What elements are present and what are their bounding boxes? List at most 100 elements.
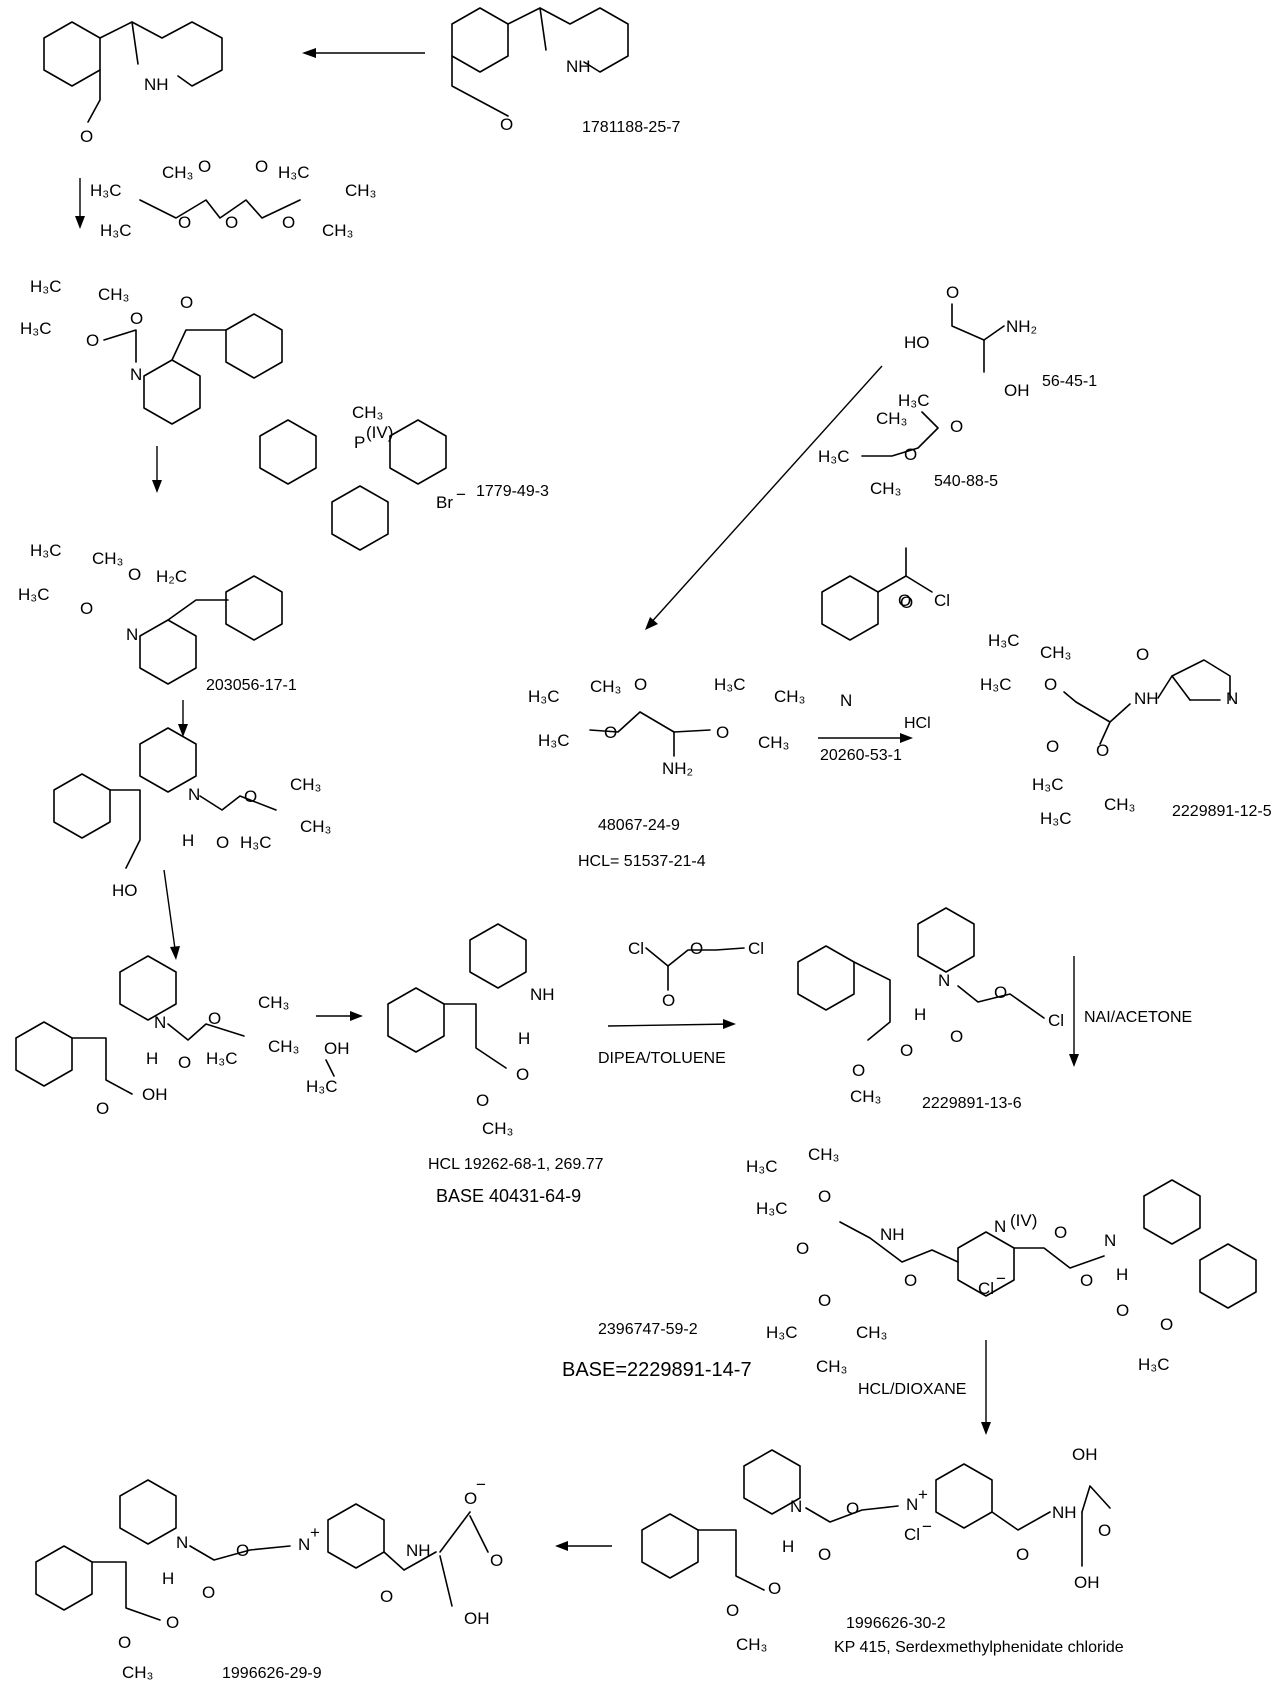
label-1996626-29-9: 1996626-29-9 [222, 1665, 322, 1682]
svg-text:O: O [898, 591, 911, 610]
structure-1996626-29-9: N H O O N + O NH O − O OH O O CH₃ [35, 1475, 503, 1682]
svg-text:O: O [166, 1613, 179, 1632]
label-2396747-59-2: 2396747-59-2 [598, 1321, 698, 1338]
svg-text:CH₃: CH₃ [300, 817, 331, 836]
svg-text:O: O [818, 1187, 831, 1206]
svg-text:H₃C: H₃C [1032, 775, 1063, 794]
svg-text:O: O [818, 1545, 831, 1564]
reagent-hcl: HCl [904, 715, 931, 732]
svg-text:O: O [634, 675, 647, 694]
svg-text:H₃C: H₃C [240, 833, 271, 852]
structure-203056-17-1: H₃C CH₃ H₃C O O H₂C N [18, 541, 283, 685]
svg-text:O: O [796, 1239, 809, 1258]
svg-text:O: O [716, 723, 729, 742]
svg-text:CH₃: CH₃ [98, 285, 129, 304]
svg-text:NH: NH [1134, 689, 1159, 708]
arrow-carbamoylation [607, 1023, 733, 1027]
svg-text:N: N [1104, 1231, 1116, 1250]
svg-text:N: N [130, 365, 142, 384]
svg-text:CH₃: CH₃ [870, 479, 901, 498]
svg-text:H: H [914, 1005, 926, 1024]
svg-text:O: O [130, 309, 143, 328]
svg-text:O: O [255, 157, 268, 176]
label-hcl-51537-21-4: HCL= 51537-21-4 [578, 853, 706, 870]
svg-text:O: O [178, 1053, 191, 1072]
svg-text:CH₃: CH₃ [850, 1087, 881, 1106]
svg-text:H₃C: H₃C [756, 1199, 787, 1218]
svg-text:O: O [950, 1027, 963, 1046]
svg-text:O: O [178, 213, 191, 232]
svg-text:O: O [900, 593, 913, 612]
svg-text:H₃C: H₃C [988, 631, 1019, 650]
svg-text:Cl: Cl [904, 1525, 920, 1544]
svg-text:CH₃: CH₃ [268, 1037, 299, 1056]
label-1996626-30-2: 1996626-30-2 [846, 1615, 946, 1632]
svg-text:O: O [604, 723, 617, 742]
reagent-hcl-dioxane: HCL/DIOXANE [858, 1381, 966, 1398]
svg-text:O: O [380, 1587, 393, 1606]
svg-text:O: O [282, 213, 295, 232]
svg-text:O: O [208, 1009, 221, 1028]
svg-text:H₃C: H₃C [1138, 1355, 1169, 1374]
svg-text:P: P [354, 433, 365, 452]
svg-text:Cl: Cl [1048, 1011, 1064, 1030]
label-1781188-25-7: 1781188-25-7 [582, 119, 681, 136]
svg-text:NH₂: NH₂ [662, 759, 693, 778]
svg-text:CH₃: CH₃ [352, 403, 383, 422]
svg-text:O: O [1116, 1301, 1129, 1320]
svg-text:CH₃: CH₃ [758, 733, 789, 752]
structure-2229891-13-6: N H O O Cl O O CH₃ [797, 907, 1064, 1106]
svg-text:O: O [994, 983, 1007, 1002]
label-540-88-5: 540-88-5 [934, 473, 998, 490]
svg-text:O: O [476, 1091, 489, 1110]
svg-text:O: O [904, 445, 917, 464]
svg-text:N: N [906, 1495, 918, 1514]
svg-text:CH₃: CH₃ [290, 775, 321, 794]
structure-methylphenidate: NH H O O CH₃ [387, 923, 555, 1138]
structure-serine: O HO NH₂ OH [904, 283, 1037, 400]
svg-text:H: H [782, 1537, 794, 1556]
svg-text:CH₃: CH₃ [808, 1145, 839, 1164]
svg-text:O: O [726, 1601, 739, 1620]
arrow-esterification [647, 365, 883, 627]
svg-text:H: H [1116, 1265, 1128, 1284]
svg-text:O: O [80, 127, 93, 146]
svg-text:H₃C: H₃C [306, 1077, 337, 1096]
label-2229891-12-5: 2229891-12-5 [1172, 803, 1272, 820]
svg-text:H₃C: H₃C [20, 319, 51, 338]
svg-text:−: − [456, 485, 466, 504]
label-1779-49-3: 1779-49-3 [476, 483, 549, 500]
svg-text:O: O [86, 331, 99, 350]
svg-text:O: O [852, 1061, 865, 1080]
svg-text:Cl: Cl [748, 939, 764, 958]
svg-text:O: O [768, 1579, 781, 1598]
label-56-45-1: 56-45-1 [1042, 373, 1097, 390]
svg-text:N: N [938, 971, 950, 990]
structure-tert-butyl-acetate: H₃C CH₃ O O H₃C CH₃ [818, 391, 963, 498]
svg-text:O: O [202, 1583, 215, 1602]
svg-text:H₃C: H₃C [538, 731, 569, 750]
svg-text:O: O [690, 939, 703, 958]
label-20260-53-1: 20260-53-1 [820, 747, 902, 764]
svg-text:O: O [1044, 675, 1057, 694]
svg-text:N: N [126, 625, 138, 644]
svg-text:O: O [946, 283, 959, 302]
svg-text:CH₃: CH₃ [122, 1663, 153, 1682]
label-2229891-13-6: 2229891-13-6 [922, 1095, 1022, 1112]
svg-text:O: O [818, 1291, 831, 1310]
structure-methanol: OH H₃C [306, 1039, 350, 1096]
svg-text:H₃C: H₃C [980, 675, 1011, 694]
svg-text:H₃C: H₃C [30, 541, 61, 560]
svg-text:O: O [1080, 1271, 1093, 1290]
svg-text:NH₂: NH₂ [1006, 317, 1037, 336]
svg-text:CH₃: CH₃ [590, 677, 621, 696]
svg-text:H: H [146, 1049, 158, 1068]
label-hcl-19262-68-1: HCL 19262-68-1, 269.77 [428, 1156, 604, 1173]
svg-text:−: − [922, 1517, 932, 1536]
svg-text:Cl: Cl [934, 591, 950, 610]
svg-text:NH: NH [880, 1225, 905, 1244]
svg-text:+: + [310, 1523, 320, 1542]
svg-text:CH₃: CH₃ [856, 1323, 887, 1342]
svg-text:HO: HO [904, 333, 930, 352]
svg-text:O: O [118, 1633, 131, 1652]
